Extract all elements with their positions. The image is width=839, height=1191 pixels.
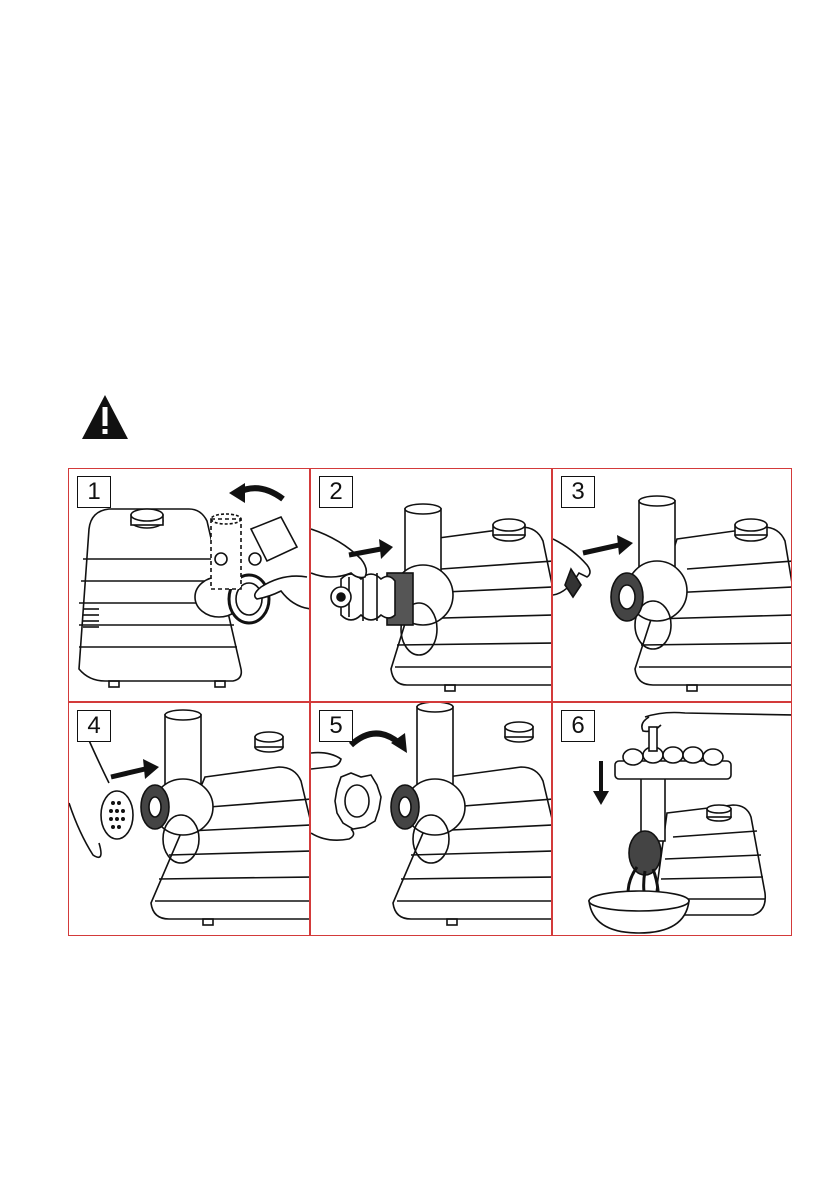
- warning-icon: [80, 392, 130, 442]
- step-number: 3: [561, 476, 595, 508]
- step-number: 6: [561, 710, 595, 742]
- step-number: 5: [319, 710, 353, 742]
- step-4-panel: 4: [68, 702, 310, 936]
- step-2-panel: 2: [310, 468, 552, 702]
- step-1-panel: 1: [68, 468, 310, 702]
- step-3-panel: 3: [552, 468, 792, 702]
- step-number: 4: [77, 710, 111, 742]
- step-number: 1: [77, 476, 111, 508]
- step-5-panel: 5: [310, 702, 552, 936]
- step-6-panel: 6: [552, 702, 792, 936]
- step-number: 2: [319, 476, 353, 508]
